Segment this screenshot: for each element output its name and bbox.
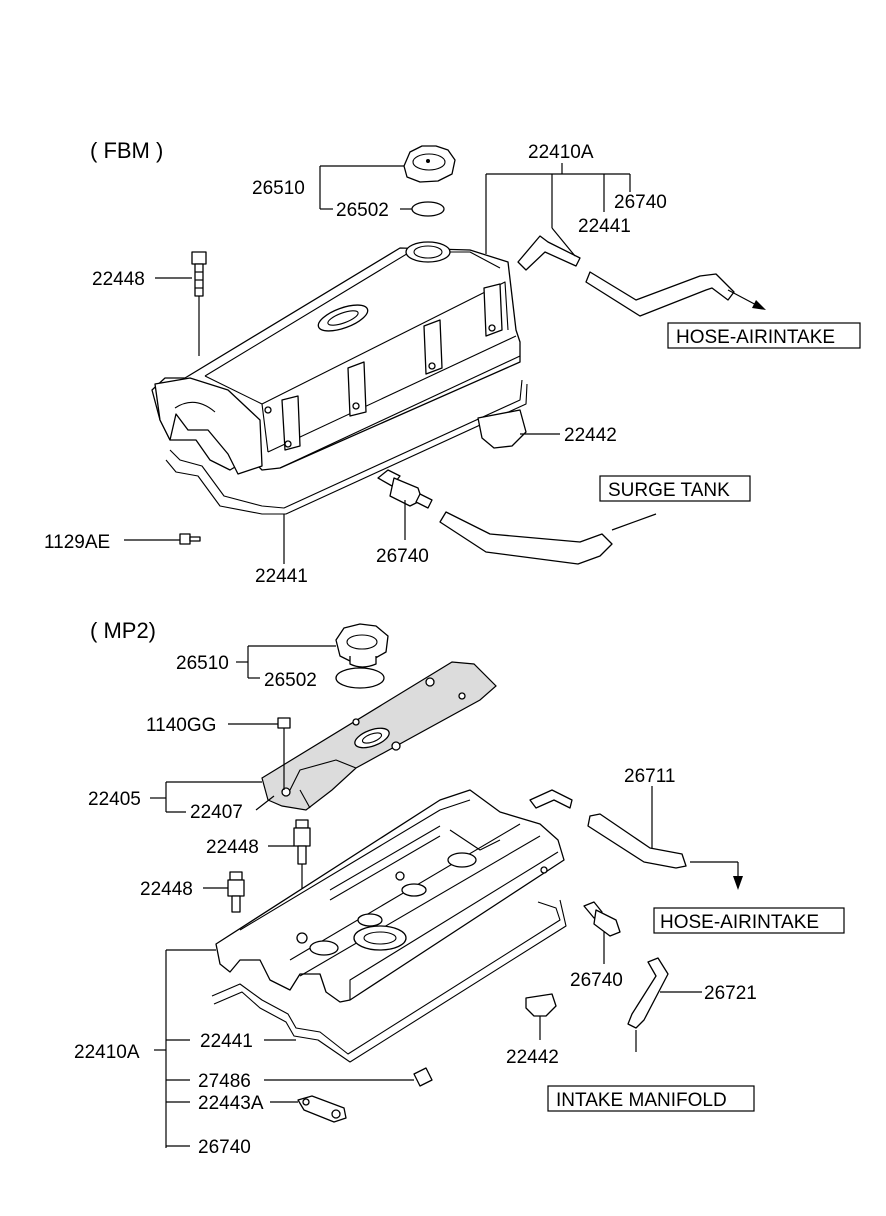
box-intake-manifold (547, 1085, 755, 1112)
label-22407: 22407 (190, 802, 243, 823)
label-26740-mp2: 26740 (570, 970, 623, 991)
breather-elbow-fbm (517, 235, 581, 271)
leader-lines-fbm (124, 163, 766, 564)
breather-elbow-mp2 (529, 789, 573, 809)
leader-lines-mp2 (150, 645, 743, 1148)
pcv-hose-fbm (439, 511, 613, 565)
bolt-1140gg (277, 717, 291, 790)
text-intake-manifold: INTAKE MANIFOLD (556, 1090, 727, 1111)
pcv-valve-fbm (377, 469, 433, 509)
bolt-22448-mp2-b (227, 871, 245, 913)
label-22441-fbm-bottom: 22441 (255, 566, 308, 587)
label-26740-fbm-top: 26740 (614, 192, 667, 213)
label-26740-mp2-bottom: 26740 (198, 1137, 251, 1158)
small-bolt-fbm (179, 533, 201, 545)
cap-gasket-mp2 (335, 667, 385, 689)
box-surge-tank (599, 475, 751, 502)
oil-filler-cap-mp2 (335, 623, 389, 668)
label-26502-fbm: 26502 (336, 200, 389, 221)
oil-filler-cap-fbm (403, 145, 456, 183)
box-hose-airintake-mp2 (653, 907, 845, 934)
label-22410a-fbm: 22410A (528, 142, 594, 163)
plug-fbm (477, 409, 527, 449)
cylinder-head-cover-mp2 (215, 789, 565, 1003)
label-26740-fbm-bottom: 26740 (376, 546, 429, 567)
label-22441-mp2: 22441 (200, 1031, 253, 1052)
pcv-valve-mp2 (583, 901, 621, 937)
label-22441-fbm-top: 22441 (578, 216, 631, 237)
hose-26711 (587, 813, 687, 869)
section-title-mp2: ( MP2) (90, 618, 156, 643)
box-hose-airintake-fbm (667, 322, 861, 349)
label-1129ae-fbm: 1129AE (44, 532, 110, 553)
upper-cover-mp2 (261, 661, 497, 811)
plug-mp2 (525, 993, 557, 1017)
label-1140gg: 1140GG (146, 715, 216, 736)
cylinder-head-cover-fbm (151, 241, 521, 475)
section-title-fbm: ( FBM ) (90, 138, 163, 163)
cap-gasket-fbm (411, 201, 445, 217)
breather-hose-fbm (585, 271, 735, 317)
bolt-fbm (191, 251, 207, 297)
part-22443a (297, 1095, 347, 1123)
label-26510-mp2: 26510 (176, 653, 229, 674)
hose-26721 (627, 957, 669, 1029)
label-26711: 26711 (624, 766, 675, 787)
part-27486 (413, 1067, 433, 1087)
label-22410a-mp2: 22410A (74, 1042, 140, 1063)
label-22448-fbm: 22448 (92, 269, 145, 290)
text-hose-airintake-mp2: HOSE-AIRINTAKE (660, 912, 819, 933)
label-22448-mp2-a: 22448 (206, 837, 259, 858)
text-hose-airintake-fbm: HOSE-AIRINTAKE (676, 327, 835, 348)
label-27486: 27486 (198, 1071, 251, 1092)
label-22443a: 22443A (198, 1093, 264, 1114)
label-26502-mp2: 26502 (264, 670, 317, 691)
label-22448-mp2-b: 22448 (140, 879, 193, 900)
text-surge-tank: SURGE TANK (608, 480, 730, 501)
label-26510-fbm: 26510 (252, 178, 305, 199)
gasket-mp2 (211, 901, 561, 1055)
gasket-mp2-outline (213, 899, 567, 1063)
label-22442-mp2: 22442 (506, 1047, 559, 1068)
label-26721: 26721 (704, 983, 757, 1004)
label-22405: 22405 (88, 789, 141, 810)
label-22442-fbm: 22442 (564, 425, 617, 446)
